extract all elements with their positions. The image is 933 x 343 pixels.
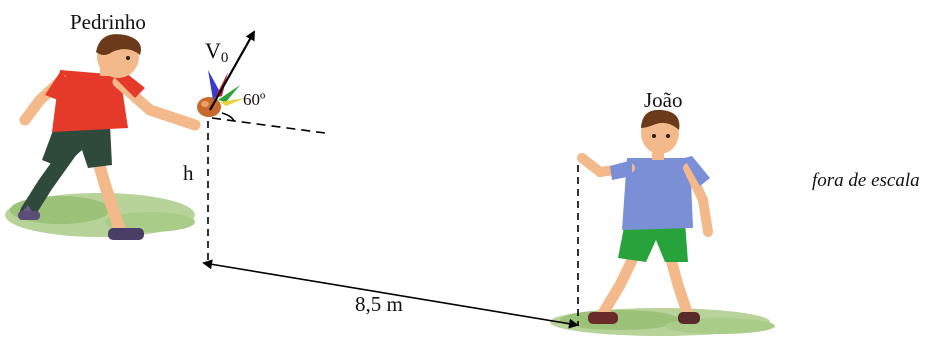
pedrinho-label: Pedrinho <box>70 10 146 34</box>
joao-figure <box>577 109 713 324</box>
pedrinho-figure <box>18 34 201 240</box>
velocity-subscript: 0 <box>220 50 229 66</box>
grass-right <box>550 308 775 336</box>
velocity-symbol: V <box>205 38 221 63</box>
distance-arrow <box>202 259 579 329</box>
height-label: h <box>183 161 194 185</box>
scale-note: fora de escala <box>812 170 920 191</box>
velocity-label: V0 <box>205 38 228 67</box>
distance-label: 8,5 m <box>355 292 403 316</box>
ball <box>197 97 221 117</box>
velocity-vector <box>209 30 255 111</box>
angle-arc <box>221 112 235 122</box>
shuttle-decoration <box>208 70 245 106</box>
horizontal-reference-line <box>211 117 326 134</box>
joao-label: João <box>644 88 683 112</box>
angle-label: 60º <box>243 90 266 109</box>
